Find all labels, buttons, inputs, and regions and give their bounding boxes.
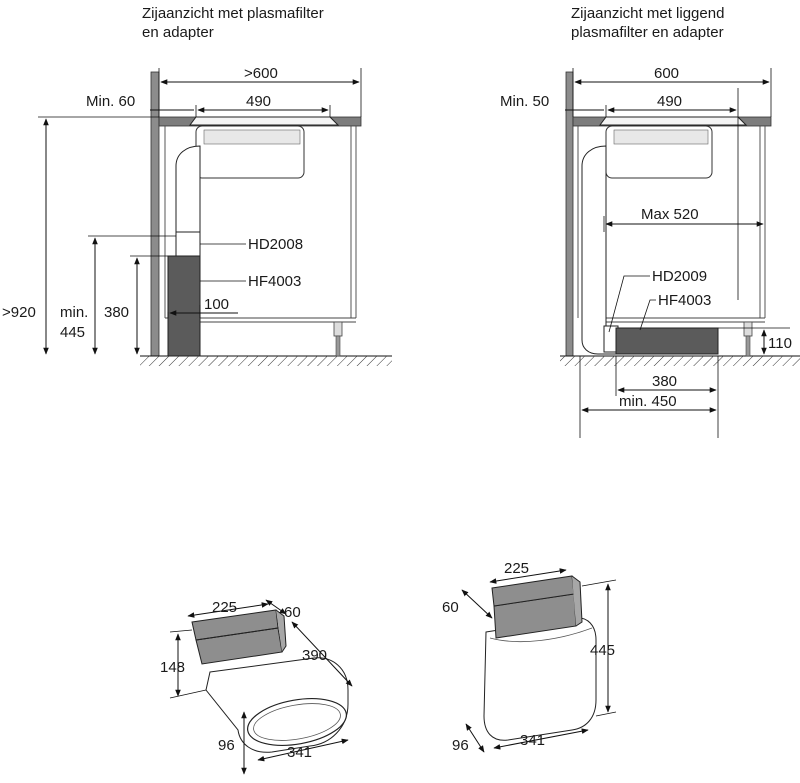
left-dim-min: min. (60, 304, 88, 321)
left-floor (140, 356, 392, 366)
left-dim-380: 380 (104, 304, 129, 321)
left-adapter-hd2008 (175, 231, 201, 257)
iso-right-dim-60: 60 (442, 599, 459, 616)
right-dim-min450: min. 450 (619, 393, 677, 410)
right-side-view: Zijaanzicht met liggend plasmafilter en … (500, 5, 800, 438)
left-title-line2: en adapter (142, 24, 214, 41)
iso-right-dim-445: 445 (590, 642, 615, 659)
iso-right-body (483, 617, 597, 741)
left-dim-490: 490 (246, 93, 271, 110)
right-hob (599, 116, 748, 126)
right-label-hd2009: HD2009 (652, 268, 707, 285)
left-dim-gt600: >600 (244, 65, 278, 82)
right-duct (581, 145, 617, 355)
iso-right-dim-96: 96 (452, 737, 469, 754)
right-title-line2: plasmafilter en adapter (571, 24, 724, 41)
iso-left-dim-96: 96 (218, 737, 235, 754)
right-wall (565, 71, 574, 357)
iso-left-dim-390: 390 (302, 647, 327, 664)
right-dim-min50: Min. 50 (500, 93, 549, 110)
left-label-hf4003: HF4003 (248, 273, 301, 290)
left-duct-bend (175, 145, 201, 237)
right-dim-490: 490 (657, 93, 682, 110)
left-dim-min60: Min. 60 (86, 93, 135, 110)
right-plasmafilter-hf4003 (615, 327, 719, 355)
left-dim-445: 445 (60, 324, 85, 341)
iso-right-dim-225: 225 (504, 560, 529, 577)
left-label-hd2008: HD2008 (248, 236, 303, 253)
left-dim-100: 100 (204, 296, 229, 313)
right-dim-380: 380 (652, 373, 677, 390)
right-title-line1: Zijaanzicht met liggend (571, 5, 724, 22)
right-dim-110: 110 (768, 335, 792, 352)
iso-right-adapter: 225 60 445 96 341 (442, 560, 617, 754)
iso-left-dim-60: 60 (284, 604, 301, 621)
left-wall (150, 71, 160, 357)
left-side-view: Zijaanzicht met plasmafilter en adapter … (2, 5, 392, 366)
right-label-hf4003: HF4003 (658, 292, 711, 309)
iso-left-dim-341: 341 (287, 744, 312, 761)
iso-right-dim-341: 341 (520, 732, 545, 749)
left-hob (189, 116, 340, 126)
iso-left-dim-148: 148 (160, 659, 185, 676)
left-title-line1: Zijaanzicht met plasmafilter (142, 5, 324, 22)
iso-left-adapter: 148 225 60 390 96 341 (160, 599, 353, 775)
left-plasmafilter-hf4003 (167, 255, 201, 357)
right-dim-600: 600 (654, 65, 679, 82)
iso-left-dim-225: 225 (212, 599, 237, 616)
left-dim-gt920: >920 (2, 304, 36, 321)
right-dim-max520: Max 520 (641, 206, 699, 223)
right-floor (560, 356, 800, 366)
